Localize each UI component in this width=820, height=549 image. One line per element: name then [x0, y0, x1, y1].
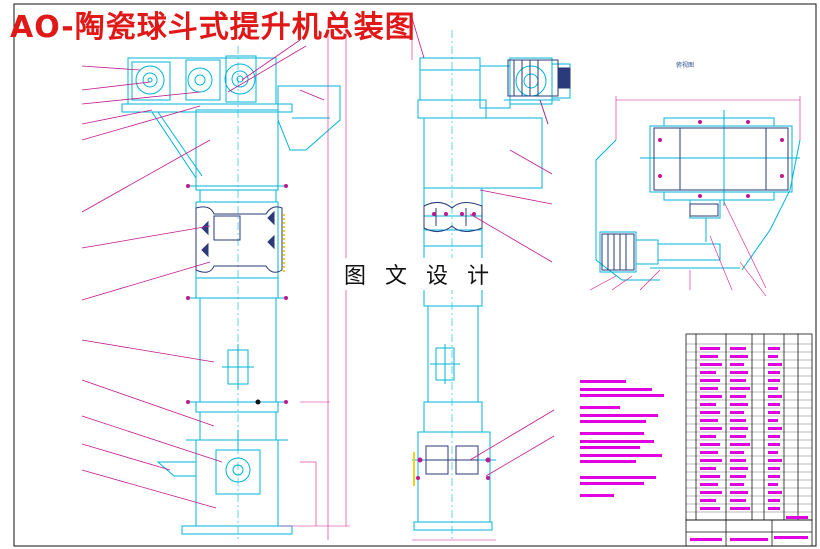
side-view-dimensions	[411, 20, 496, 541]
front-view-leaders	[81, 39, 325, 509]
technical-requirements-block	[580, 380, 664, 497]
drawing-border	[13, 3, 817, 547]
title-block	[685, 519, 813, 547]
top-view-dimensions	[589, 96, 801, 297]
watermark-text: 图 文 设 计	[340, 258, 499, 290]
front-view-flange-bolts	[186, 184, 288, 405]
top-view-casing-detail	[653, 127, 789, 191]
side-view-bolts	[416, 212, 491, 480]
parts-list-entries	[700, 347, 808, 519]
drawing-title: AO-陶瓷球斗式提升机总装图	[10, 10, 416, 45]
side-view-bucket-window	[423, 202, 483, 232]
drive-motor	[507, 59, 571, 97]
side-view-tail-wheels	[425, 445, 479, 475]
top-view-label: 俯视图	[676, 62, 695, 69]
front-elevation-view	[121, 46, 341, 540]
front-view-bucket-window	[195, 206, 283, 273]
top-view-motor	[601, 203, 719, 271]
side-view-leaders	[411, 17, 555, 477]
parts-list-rows	[686, 343, 812, 513]
title-block-fill	[690, 536, 808, 541]
top-view	[595, 110, 801, 281]
top-view-bolts	[658, 120, 784, 198]
